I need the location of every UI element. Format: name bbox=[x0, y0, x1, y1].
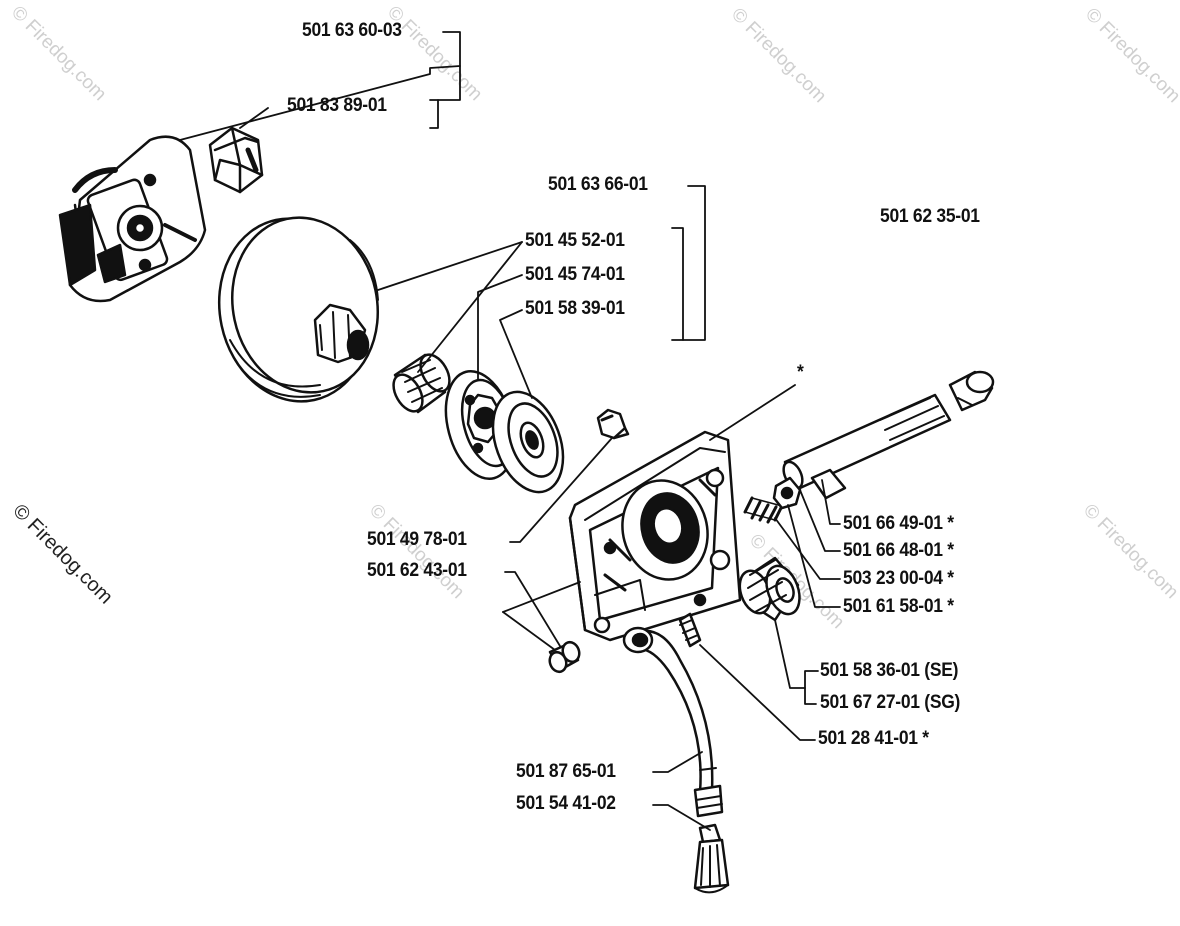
label-pump-sleeve: 501 66 48-01 * bbox=[843, 540, 954, 561]
oil-filter-drawing bbox=[693, 823, 730, 894]
label-oil-hose: 501 87 65-01 bbox=[516, 761, 616, 782]
pump-piston-drawing bbox=[782, 370, 995, 500]
nut-drawing bbox=[772, 476, 802, 510]
label-spring: 503 23 00-04 * bbox=[843, 568, 954, 589]
label-clutch-assembly: 501 63 60-03 bbox=[302, 20, 402, 41]
label-adjuster-screw: 501 28 41-01 * bbox=[818, 728, 929, 749]
adjuster-screw-drawing bbox=[678, 612, 702, 648]
washer-drawing bbox=[491, 390, 565, 494]
label-oil-filter: 501 54 41-02 bbox=[516, 793, 616, 814]
label-pump-piston: 501 66 49-01 * bbox=[843, 513, 954, 534]
label-worm-gear-se: 501 58 36-01 (SE) bbox=[820, 660, 959, 681]
label-asterisk-marker: * bbox=[797, 362, 804, 383]
clutch-assembly-drawing bbox=[58, 126, 264, 303]
screw-drawing bbox=[596, 408, 630, 440]
worm-gear-drawing bbox=[738, 556, 801, 622]
spring-drawing bbox=[743, 496, 784, 524]
label-screw: 501 49 78-01 bbox=[367, 529, 467, 550]
needle-bearing-drawing bbox=[392, 353, 451, 414]
guide-pin-drawing bbox=[548, 640, 581, 674]
oil-pump-body-drawing bbox=[568, 430, 742, 642]
label-guide-pin: 501 62 43-01 bbox=[367, 560, 467, 581]
label-clutch-drum-kit: 501 63 66-01 bbox=[548, 174, 648, 195]
clutch-drum-drawing bbox=[217, 216, 380, 403]
oil-hose-drawing bbox=[622, 626, 724, 818]
label-rim-sprocket: 501 45 74-01 bbox=[525, 264, 625, 285]
label-worm-gear-sg: 501 67 27-01 (SG) bbox=[820, 692, 961, 713]
label-clutch-shoe: 501 83 89-01 bbox=[287, 95, 387, 116]
leader-lines bbox=[179, 31, 841, 831]
label-oil-pump-assembly: 501 62 35-01 bbox=[880, 206, 980, 227]
label-needle-bearing: 501 45 52-01 bbox=[525, 230, 625, 251]
label-nut: 501 61 58-01 * bbox=[843, 596, 954, 617]
label-washer: 501 58 39-01 bbox=[525, 298, 625, 319]
